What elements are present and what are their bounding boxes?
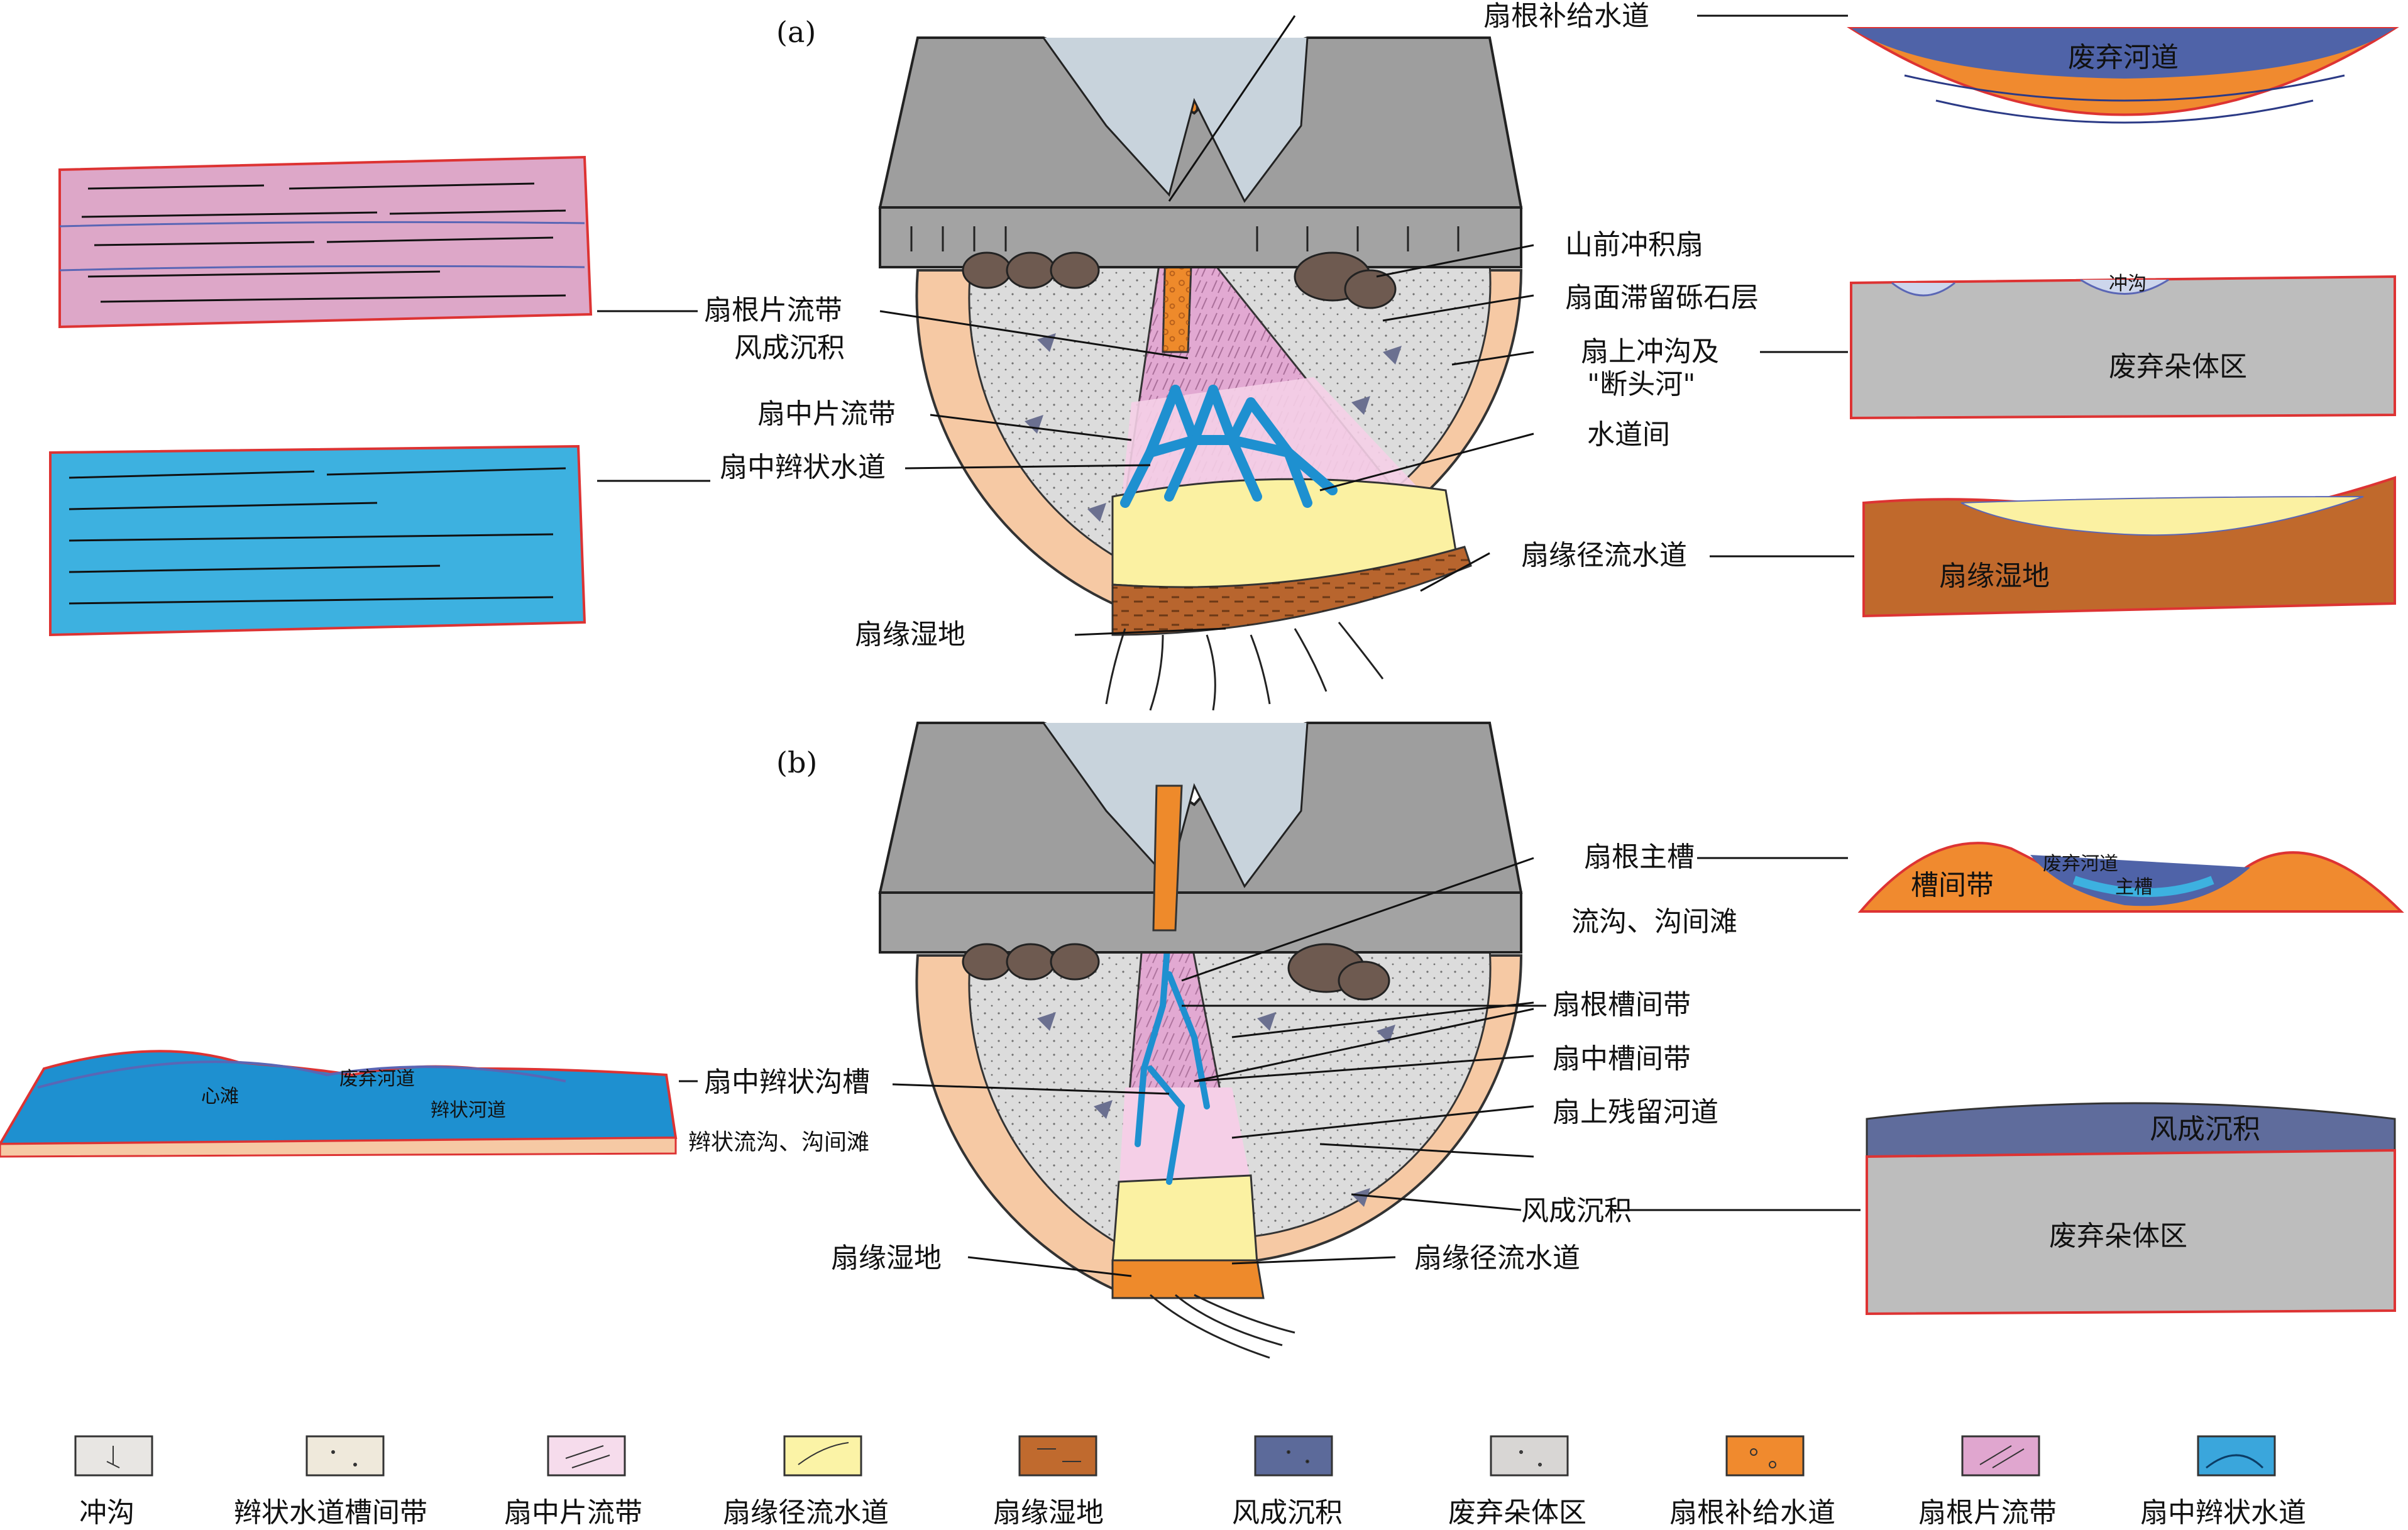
- label-fan-root-main: 扇根主槽: [1584, 841, 1695, 873]
- label-mid-braided: 扇中辫状水道: [720, 451, 886, 483]
- runoff-icon: [798, 1442, 849, 1465]
- legend-label-gully: 冲沟: [79, 1497, 135, 1529]
- legend-label-root-sheet: 扇根片流带: [1918, 1497, 2057, 1529]
- label-braided-rill-bar: 辫状流沟、沟间滩: [688, 1130, 870, 1155]
- legend-label-runoff: 扇缘径流水道: [723, 1497, 889, 1529]
- panel-b-fan: [878, 722, 1523, 1359]
- label-mid-sheet: 扇中片流带: [757, 398, 896, 430]
- section-heart-bar-label: 心滩: [201, 1086, 239, 1108]
- label-rill-bar: 流沟、沟间滩: [1571, 906, 1737, 938]
- section-abandoned-channel: [1847, 27, 2399, 124]
- label-mid-braided-trough: 扇中辫状沟槽: [704, 1066, 870, 1098]
- section-trough-zone: [1857, 842, 2404, 913]
- section-abandoned-channel-b-label: 废弃河道: [339, 1068, 415, 1090]
- gully-icon: [106, 1446, 120, 1468]
- wetland-icon: [1037, 1448, 1081, 1462]
- section-aeolian-lobe: [1866, 1102, 2396, 1316]
- section-abandoned-channel-label: 废弃河道: [2068, 41, 2179, 74]
- label-upper-gully-2: "断头河": [1587, 368, 1696, 400]
- section-braided-channel-label: 辫状河道: [431, 1099, 506, 1121]
- braided-icon: [2206, 1454, 2264, 1469]
- label-fan-root-sheet: 扇根片流带: [704, 294, 842, 326]
- section-aeolian-label: 风成沉积: [2150, 1113, 2260, 1145]
- lobe-icon: [1519, 1450, 1542, 1467]
- section-fan-edge-wetland-label: 扇缘湿地: [1939, 560, 2050, 592]
- section-fan-root-sheet: [58, 155, 593, 329]
- label-interchannel: 水道间: [1587, 419, 1670, 451]
- root-sheet-icon: [1979, 1445, 2025, 1468]
- label-upper-gully-1: 扇上冲沟及: [1581, 336, 1719, 368]
- label-fan-root-feeder: 扇根补给水道: [1483, 0, 1649, 32]
- section-gully-label: 冲沟: [2109, 273, 2147, 295]
- leader-lines: [597, 14, 1861, 1277]
- legend-label-wetland: 扇缘湿地: [993, 1497, 1104, 1529]
- section-abandoned-lobe: [1850, 275, 2396, 420]
- label-fan-edge-wetland: 扇缘湿地: [855, 619, 965, 651]
- legend-label-feeder: 扇根补给水道: [1669, 1497, 1835, 1529]
- label-aeolian-b: 风成沉积: [1521, 1195, 1632, 1227]
- label-upper-relict: 扇上残留河道: [1553, 1096, 1718, 1128]
- section-abandoned-channel-small-label: 废弃河道: [2043, 853, 2118, 875]
- panel-a-label: (a): [776, 15, 816, 49]
- label-fan-edge-runoff-b: 扇缘径流水道: [1414, 1242, 1580, 1274]
- label-piedmont-fan: 山前冲积扇: [1565, 229, 1703, 261]
- legend-label-dotted: 辫状水道槽间带: [234, 1497, 427, 1529]
- panel-b-label: (b): [776, 746, 818, 779]
- label-fan-lag-gravel: 扇面滞留砾石层: [1565, 282, 1759, 314]
- section-fan-edge-wetland: [1862, 476, 2396, 618]
- panel-a-fan: [878, 36, 1523, 711]
- section-main-trough-label: 主槽: [2115, 876, 2153, 898]
- sheet-icon: [565, 1445, 610, 1468]
- aeolian-icon: [1287, 1450, 1309, 1463]
- label-mid-interchannel: 扇中槽间带: [1553, 1043, 1691, 1075]
- legend-boxes: [74, 1435, 2276, 1477]
- legend-label-mid-sheet: 扇中片流带: [504, 1497, 642, 1529]
- label-aeolian-a: 风成沉积: [734, 332, 845, 364]
- section-mid-braided-b: [0, 1050, 678, 1158]
- feeder-icon: [1750, 1448, 1776, 1468]
- label-fan-edge-runoff: 扇缘径流水道: [1521, 539, 1687, 571]
- section-trough-zone-label: 槽间带: [1911, 869, 1994, 901]
- section-abandoned-lobe-label: 废弃朵体区: [2109, 351, 2247, 383]
- legend-label-aeolian: 风成沉积: [1232, 1497, 1343, 1529]
- label-root-interchannel: 扇根槽间带: [1553, 989, 1691, 1021]
- section-mid-braided: [49, 444, 586, 637]
- legend-label-braided: 扇中辫状水道: [2140, 1497, 2306, 1529]
- dotted-icon: [331, 1450, 357, 1467]
- label-fan-edge-wetland-b: 扇缘湿地: [831, 1242, 942, 1274]
- legend-label-lobe: 废弃朵体区: [1448, 1497, 1586, 1529]
- section-abandoned-lobe-b-label: 废弃朵体区: [2049, 1220, 2187, 1252]
